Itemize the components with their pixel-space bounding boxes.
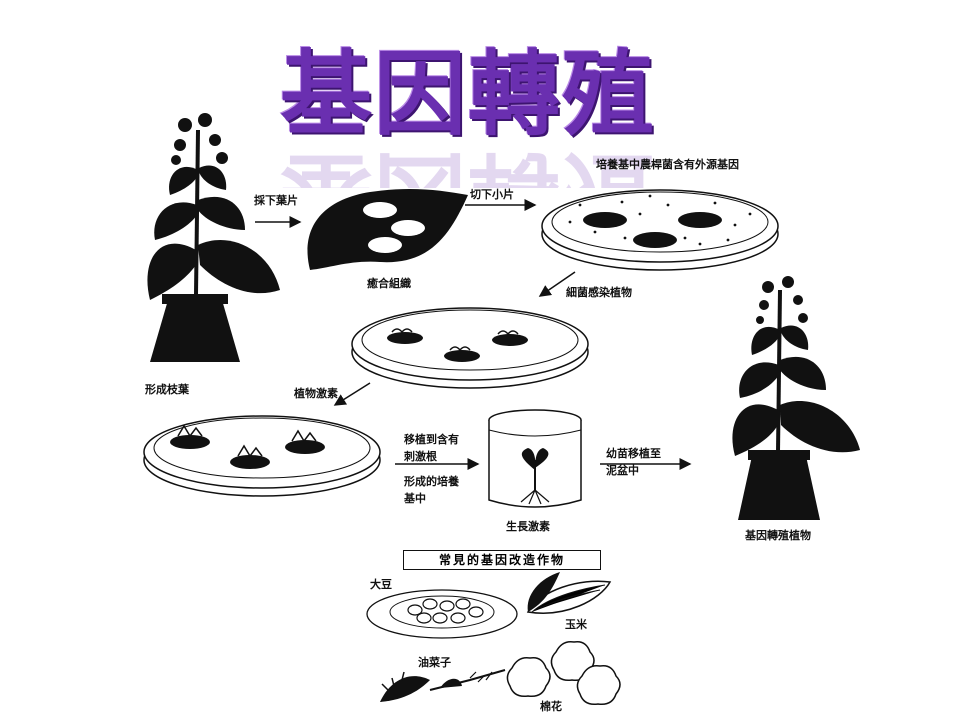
label-gm-plant: 基因轉殖植物 [745, 529, 811, 542]
corn-icon [526, 572, 612, 614]
label-seedling: 幼苗移植至泥盆中 [606, 447, 661, 477]
culture-dish-icon [541, 189, 779, 271]
label-corn: 玉米 [565, 618, 587, 631]
rapeseed-icon [380, 669, 506, 702]
label-transplant-1: 移植到含有刺激根 [404, 433, 459, 463]
page-title: 基因轉殖 [280, 41, 657, 148]
label-infect: 細菌感染植物 [566, 286, 632, 299]
culture-jar-icon [488, 409, 582, 508]
transgenic-plant-icon [732, 276, 860, 520]
soybean-icon [366, 589, 518, 639]
label-callus: 癒合組織 [367, 277, 411, 290]
label-shoots: 形成枝葉 [145, 383, 189, 396]
label-hormone: 植物激素 [294, 387, 338, 400]
label-soybean: 大豆 [370, 578, 392, 591]
label-culture-medium: 培養基中農桿菌含有外源基因 [596, 158, 739, 171]
label-cut-pieces: 切下小片 [470, 188, 514, 201]
label-transplant-2: 形成的培養基中 [404, 475, 459, 505]
label-growth-hormone: 生長激素 [506, 520, 550, 533]
callus-dish-icon [351, 307, 589, 389]
shoot-dish-icon [143, 415, 381, 497]
source-plant-icon [147, 113, 280, 362]
leaf-icon [307, 188, 468, 270]
crops-heading: 常見的基因改造作物 [403, 550, 601, 570]
label-cut-leaf: 採下葉片 [254, 194, 298, 207]
label-cotton: 棉花 [540, 700, 562, 713]
cotton-icon [506, 640, 621, 706]
label-rapeseed: 油菜子 [418, 656, 451, 669]
